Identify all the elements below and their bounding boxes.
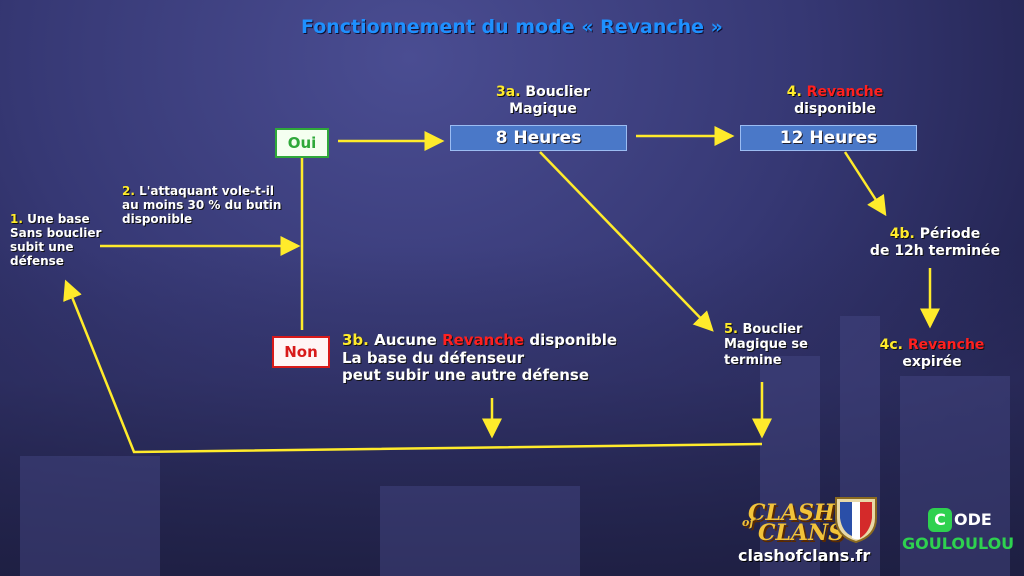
step-2-line: disponible bbox=[122, 212, 193, 227]
step-3a-text: 3a. Bouclier Magique bbox=[478, 84, 608, 117]
shield-duration-box: 8 Heures bbox=[450, 125, 627, 151]
arrow-4-to-4b bbox=[843, 151, 887, 217]
shield-flag-icon bbox=[835, 497, 877, 544]
revenge-duration-box: 12 Heures bbox=[740, 125, 917, 151]
step-3b-line: La base du défenseur bbox=[342, 348, 525, 367]
site-link[interactable]: clashofclans.fr bbox=[738, 546, 871, 565]
step-2-number: 2. bbox=[122, 184, 135, 198]
step-3b-post: disponible bbox=[529, 331, 618, 349]
step-3b-line: peut subir une autre défense bbox=[342, 366, 589, 385]
step-3a-line: Magique bbox=[509, 100, 577, 117]
step-1-number: 1. bbox=[10, 212, 23, 226]
yes-box: Oui bbox=[275, 128, 329, 158]
code-logo-icon: C bbox=[928, 508, 952, 532]
no-box: Non bbox=[272, 336, 330, 368]
step-4-revanche: Revanche bbox=[806, 84, 884, 100]
logo-of: of bbox=[742, 516, 755, 529]
logo-clash: CLASH bbox=[748, 500, 835, 526]
step-1-text: 1. Une base Sans bouclier subit une défe… bbox=[10, 212, 101, 269]
step-3b-pre: Aucune bbox=[374, 331, 437, 349]
step-4c-line: expirée bbox=[902, 353, 962, 370]
step-5-number: 5. bbox=[724, 322, 738, 337]
step-3a-line: Bouclier bbox=[525, 84, 590, 100]
step-4b-text: 4b. Période de 12h terminée bbox=[860, 226, 1010, 259]
creator-code: GOULOULOU bbox=[902, 534, 1015, 553]
arrow-3a-to-5 bbox=[539, 151, 714, 332]
step-5-line: termine bbox=[724, 352, 782, 368]
step-4c-text: 4c. Revanche expirée bbox=[862, 337, 1002, 370]
step-3b-number: 3b. bbox=[342, 331, 369, 349]
step-4b-line: de 12h terminée bbox=[869, 242, 1001, 259]
step-4c-revanche: Revanche bbox=[907, 337, 985, 353]
castle-tower bbox=[900, 376, 1010, 576]
step-3b-text: 3b. Aucune Revanche disponible La base d… bbox=[342, 331, 618, 385]
step-4-line: disponible bbox=[794, 100, 876, 117]
step-5-text: 5. Bouclier Magique se termine bbox=[724, 322, 808, 368]
castle-tower bbox=[760, 356, 820, 576]
castle-tower bbox=[20, 456, 160, 576]
code-word: ODE bbox=[954, 510, 992, 529]
step-4b-line: Période bbox=[919, 226, 981, 242]
step-1-line: Une base bbox=[27, 212, 90, 226]
step-2-line: au moins 30 % du butin bbox=[122, 198, 282, 213]
page-title: Fonctionnement du mode « Revanche » bbox=[301, 16, 723, 38]
step-4c-number: 4c. bbox=[879, 337, 903, 353]
step-4-number: 4. bbox=[786, 84, 802, 100]
castle-background bbox=[0, 246, 1024, 576]
step-3a-number: 3a. bbox=[496, 84, 521, 100]
step-5-line: Magique se bbox=[724, 337, 808, 353]
step-3b-revanche: Revanche bbox=[442, 331, 525, 349]
step-4b-number: 4b. bbox=[889, 226, 915, 242]
arrow-return-to-1 bbox=[63, 279, 763, 454]
step-5-line: Bouclier bbox=[742, 322, 803, 337]
step-4-text: 4. Revanche disponible bbox=[765, 84, 905, 117]
step-2-text: 2. L'attaquant vole-t-il au moins 30 % d… bbox=[122, 184, 281, 226]
castle-tower bbox=[380, 486, 580, 576]
logo-clans: CLANS bbox=[758, 520, 845, 546]
step-1-line: subit une bbox=[10, 240, 74, 255]
step-1-line: défense bbox=[10, 254, 64, 269]
step-2-line: L'attaquant vole-t-il bbox=[139, 184, 275, 198]
step-1-line: Sans bouclier bbox=[10, 226, 102, 241]
